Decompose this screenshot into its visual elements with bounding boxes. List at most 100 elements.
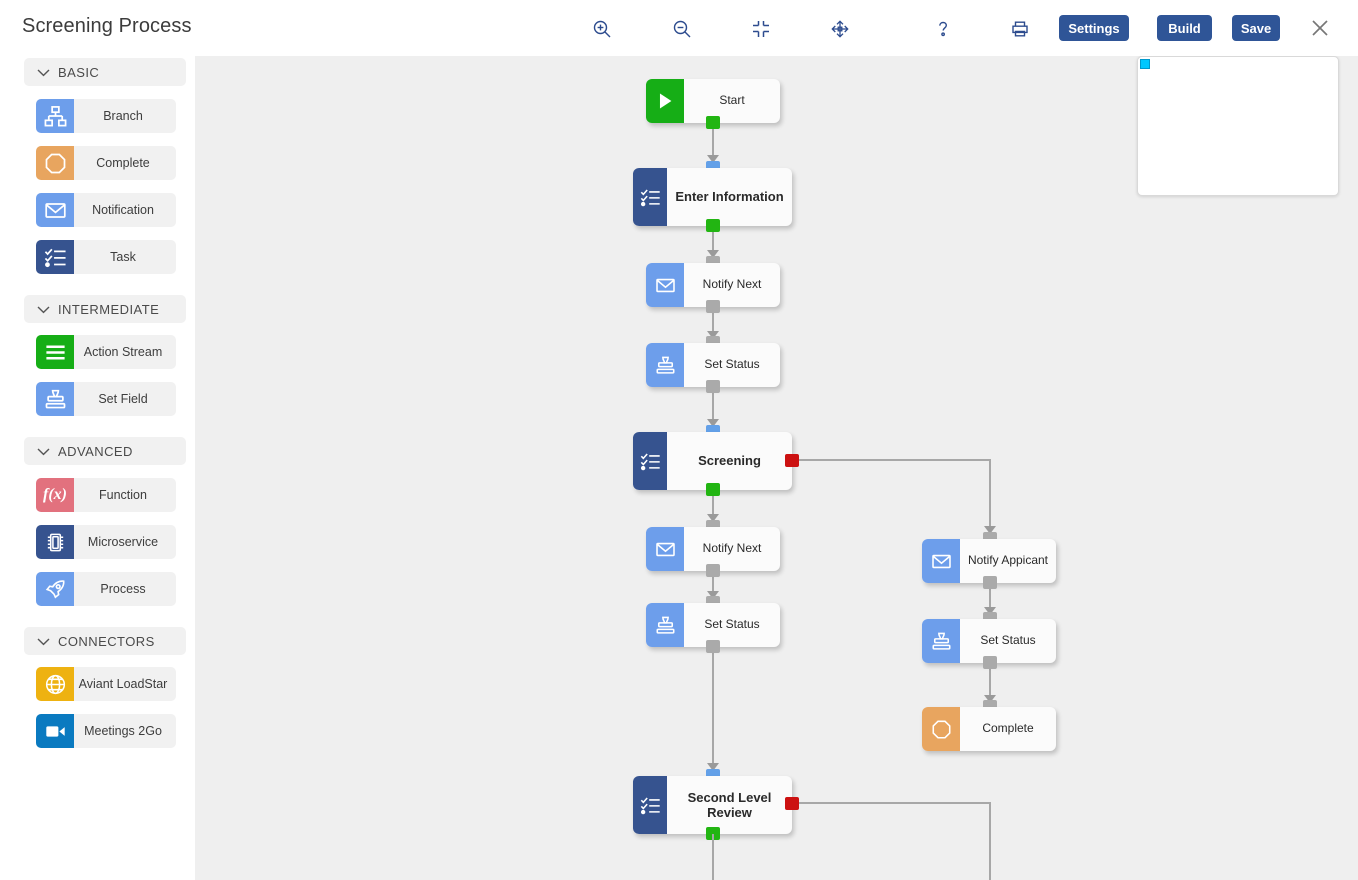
close-icon[interactable] [1306, 14, 1334, 42]
port-output[interactable] [706, 640, 720, 653]
help-icon[interactable] [928, 14, 958, 44]
build-button[interactable]: Build [1157, 15, 1212, 41]
sidebar-group-advanced[interactable]: ADVANCED [24, 437, 186, 465]
palette-item-label: Function [99, 488, 147, 502]
zoom-out-icon[interactable] [667, 14, 697, 44]
node-label: Second Level Review [687, 789, 772, 820]
port-output[interactable] [706, 564, 720, 577]
palette-item-label: Action Stream [83, 345, 163, 359]
connector-line [989, 802, 991, 880]
node-enter-information[interactable]: Enter Information [633, 168, 792, 226]
connector-line [712, 490, 714, 528]
node-label: Set Status [980, 633, 1036, 648]
top-toolbar: Screening Process [0, 0, 1358, 56]
connector-line [989, 583, 991, 620]
node-label: Complete [982, 721, 1034, 736]
palette-item-branch[interactable]: Branch [36, 99, 176, 133]
node-set-status-3[interactable]: Set Status [922, 619, 1056, 663]
settings-button[interactable]: Settings [1059, 15, 1129, 41]
connector-line [989, 459, 991, 537]
sidebar-group-intermediate[interactable]: INTERMEDIATE [24, 295, 186, 323]
complete-icon [36, 146, 74, 180]
node-notify-next-2[interactable]: Notify Next [646, 527, 780, 571]
connector-line [712, 571, 714, 604]
set-field-icon [922, 619, 960, 663]
node-label: Enter Information [675, 189, 784, 205]
palette-item-label: Meetings 2Go [84, 724, 162, 738]
set-field-icon [646, 343, 684, 387]
node-start[interactable]: Start [646, 79, 780, 123]
notification-icon [646, 263, 684, 307]
connector-arrow [707, 155, 719, 163]
port-success[interactable] [706, 219, 720, 232]
port-success[interactable] [706, 116, 720, 129]
chevron-down-icon [30, 637, 56, 646]
connector-arrow [707, 419, 719, 427]
port-success[interactable] [706, 483, 720, 496]
port-output[interactable] [983, 576, 997, 589]
connector-line [989, 663, 991, 708]
task-icon [633, 776, 667, 834]
minimap[interactable] [1137, 56, 1339, 196]
palette-item-meetings-2go[interactable]: Meetings 2Go [36, 714, 176, 748]
connector-arrow [984, 526, 996, 534]
task-icon [36, 240, 74, 274]
set-field-icon [646, 603, 684, 647]
port-failure[interactable] [785, 797, 799, 810]
palette-item-label: Aviant LoadStar [78, 677, 168, 691]
node-second-level-review[interactable]: Second Level Review [633, 776, 792, 834]
palette-item-aviant-loadstar[interactable]: Aviant LoadStar [36, 667, 176, 701]
print-icon[interactable] [1005, 14, 1035, 44]
notification-icon [36, 193, 74, 227]
port-output[interactable] [706, 380, 720, 393]
palette-item-process[interactable]: Process [36, 572, 176, 606]
connector-line [712, 647, 714, 777]
function-icon: f(x) [36, 478, 74, 512]
palette-item-set-field[interactable]: Set Field [36, 382, 176, 416]
port-output[interactable] [983, 656, 997, 669]
globe-icon [36, 667, 74, 701]
save-button[interactable]: Save [1232, 15, 1280, 41]
complete-icon [922, 707, 960, 751]
palette-item-label: Process [100, 582, 146, 596]
node-label: Screening [698, 453, 761, 469]
sidebar-group-connectors[interactable]: CONNECTORS [24, 627, 186, 655]
connector-line [712, 307, 714, 344]
node-notify-applicant[interactable]: Notify Appicant [922, 539, 1056, 583]
node-label: Set Status [704, 357, 760, 372]
pan-move-icon[interactable] [825, 14, 855, 44]
action-stream-icon [36, 335, 74, 369]
connector-arrow [707, 763, 719, 771]
minimap-viewport[interactable] [1140, 59, 1150, 69]
palette-item-function[interactable]: f(x) Function [36, 478, 176, 512]
port-failure[interactable] [785, 454, 799, 467]
node-set-status-1[interactable]: Set Status [646, 343, 780, 387]
flow-canvas[interactable]: Start Enter Information Notify Next [195, 56, 1358, 880]
port-output[interactable] [706, 300, 720, 313]
node-complete[interactable]: Complete [922, 707, 1056, 751]
play-icon [646, 79, 684, 123]
palette-item-action-stream[interactable]: Action Stream [36, 335, 176, 369]
zoom-in-icon[interactable] [587, 14, 617, 44]
palette-item-notification[interactable]: Notification [36, 193, 176, 227]
port-success[interactable] [706, 827, 720, 840]
task-icon [633, 168, 667, 226]
branch-icon [36, 99, 74, 133]
palette-item-label: Branch [103, 109, 143, 123]
node-screening[interactable]: Screening [633, 432, 792, 490]
connector-line [796, 802, 991, 804]
connector-line [712, 226, 714, 264]
node-label: Start [719, 93, 745, 108]
node-set-status-2[interactable]: Set Status [646, 603, 780, 647]
connector-line [712, 387, 714, 433]
connector-arrow [707, 331, 719, 339]
palette-item-microservice[interactable]: Microservice [36, 525, 176, 559]
chevron-down-icon [30, 305, 56, 314]
fit-screen-icon[interactable] [746, 14, 776, 44]
node-notify-next-1[interactable]: Notify Next [646, 263, 780, 307]
sidebar-group-basic[interactable]: BASIC [24, 58, 186, 86]
palette-item-complete[interactable]: Complete [36, 146, 176, 180]
palette-item-label: Microservice [87, 535, 159, 549]
palette-item-task[interactable]: Task [36, 240, 176, 274]
connector-arrow [984, 607, 996, 615]
